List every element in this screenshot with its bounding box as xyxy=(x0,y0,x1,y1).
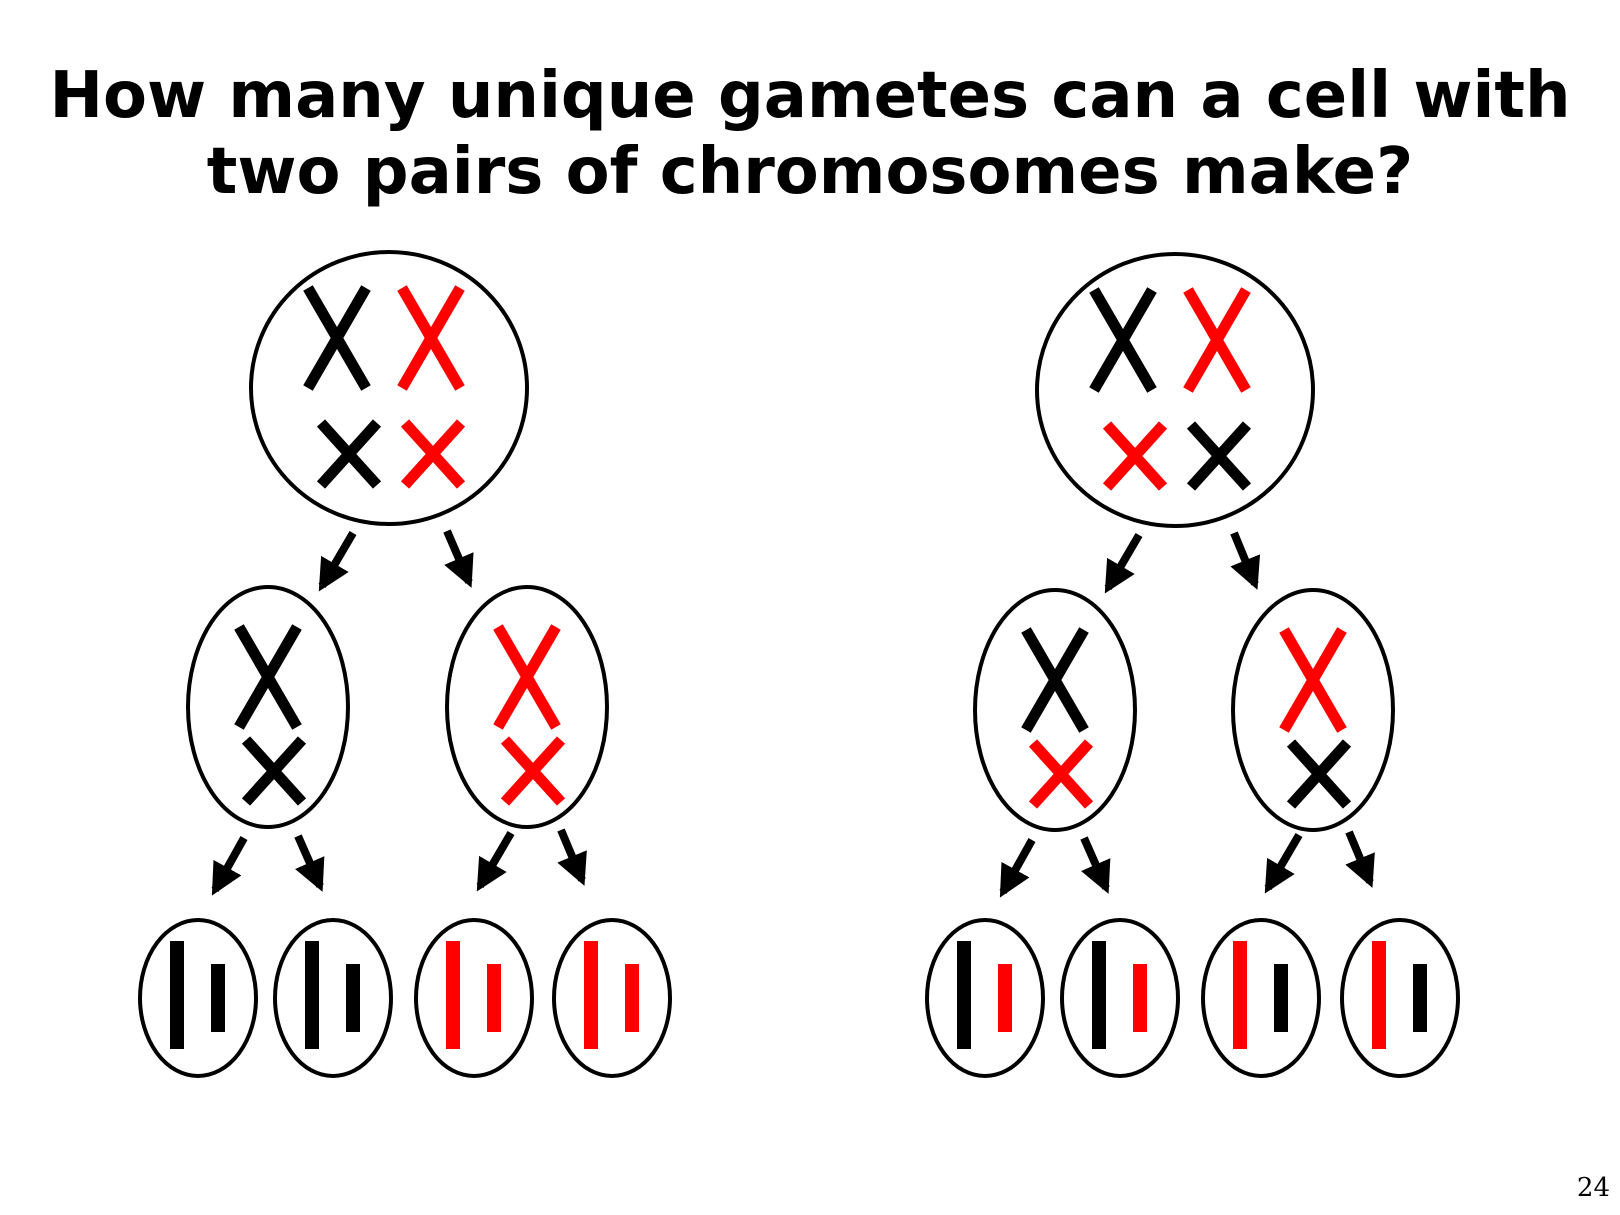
daughter-small-chromosome-1-tree-1 xyxy=(241,736,307,806)
gamete-long-chromosome-3-tree-1 xyxy=(446,941,460,1049)
gamete-4-tree-2 xyxy=(1340,918,1460,1078)
gamete-short-chromosome-4-tree-1 xyxy=(625,964,639,1032)
large-chromosome-1-tree-2 xyxy=(1089,287,1157,393)
gamete-2-tree-1 xyxy=(273,918,393,1078)
daughter-small-chromosome-1-tree-2 xyxy=(1028,739,1094,809)
gamete-short-chromosome-2-tree-2 xyxy=(1133,964,1147,1032)
daughter-cell-1-tree-2 xyxy=(973,588,1137,832)
small-chromosome-2-tree-2 xyxy=(1186,421,1252,491)
arrow-2-tree-1 xyxy=(443,529,474,588)
large-chromosome-2-tree-1 xyxy=(397,285,465,391)
arrow-4-tree-1 xyxy=(294,834,325,892)
arrow-3-tree-2 xyxy=(999,838,1036,898)
gamete-3-tree-1 xyxy=(414,918,534,1078)
gamete-long-chromosome-2-tree-2 xyxy=(1092,941,1106,1049)
daughter-large-chromosome-2-tree-1 xyxy=(493,624,561,730)
page-number: 24 xyxy=(1576,1173,1610,1203)
daughter-small-chromosome-2-tree-2 xyxy=(1286,739,1352,809)
arrow-4-tree-2 xyxy=(1080,836,1111,894)
gamete-short-chromosome-3-tree-1 xyxy=(487,964,501,1032)
small-chromosome-2-tree-1 xyxy=(400,419,466,489)
arrow-5-tree-2 xyxy=(1264,832,1303,894)
parent-cell-tree-1 xyxy=(249,250,529,526)
gamete-short-chromosome-1-tree-1 xyxy=(211,964,225,1032)
arrow-5-tree-1 xyxy=(476,830,515,892)
daughter-cell-2-tree-1 xyxy=(445,585,609,829)
daughter-cell-2-tree-2 xyxy=(1231,588,1395,832)
gamete-long-chromosome-1-tree-2 xyxy=(957,941,971,1049)
gamete-short-chromosome-4-tree-2 xyxy=(1413,964,1427,1032)
arrow-1-tree-1 xyxy=(318,530,357,592)
small-chromosome-1-tree-1 xyxy=(316,419,382,489)
daughter-large-chromosome-2-tree-2 xyxy=(1279,627,1347,733)
slide-title: How many unique gametes can a cell with … xyxy=(0,58,1620,210)
gamete-long-chromosome-1-tree-1 xyxy=(170,941,184,1049)
large-chromosome-2-tree-2 xyxy=(1183,287,1251,393)
gamete-2-tree-2 xyxy=(1060,918,1180,1078)
gamete-short-chromosome-3-tree-2 xyxy=(1274,964,1288,1032)
gamete-1-tree-1 xyxy=(138,918,258,1078)
title-line-2: two pairs of chromosomes make? xyxy=(206,135,1414,209)
small-chromosome-1-tree-2 xyxy=(1102,421,1168,491)
gamete-long-chromosome-3-tree-2 xyxy=(1233,941,1247,1049)
daughter-large-chromosome-1-tree-1 xyxy=(234,624,302,730)
title-line-1: How many unique gametes can a cell with xyxy=(49,59,1571,133)
arrow-2-tree-2 xyxy=(1230,531,1261,590)
daughter-small-chromosome-2-tree-1 xyxy=(500,736,566,806)
gamete-1-tree-2 xyxy=(925,918,1045,1078)
gamete-long-chromosome-2-tree-1 xyxy=(305,941,319,1049)
gamete-long-chromosome-4-tree-2 xyxy=(1372,941,1386,1049)
arrow-1-tree-2 xyxy=(1104,532,1143,594)
daughter-cell-1-tree-1 xyxy=(186,585,350,829)
gamete-short-chromosome-2-tree-1 xyxy=(346,964,360,1032)
gamete-long-chromosome-4-tree-1 xyxy=(584,941,598,1049)
parent-cell-tree-2 xyxy=(1035,252,1315,528)
arrow-6-tree-1 xyxy=(557,828,587,886)
gamete-short-chromosome-1-tree-2 xyxy=(998,964,1012,1032)
arrow-6-tree-2 xyxy=(1345,830,1375,888)
large-chromosome-1-tree-1 xyxy=(303,285,371,391)
arrow-3-tree-1 xyxy=(211,836,248,896)
daughter-large-chromosome-1-tree-2 xyxy=(1021,627,1089,733)
gamete-4-tree-1 xyxy=(552,918,672,1078)
gamete-3-tree-2 xyxy=(1201,918,1321,1078)
